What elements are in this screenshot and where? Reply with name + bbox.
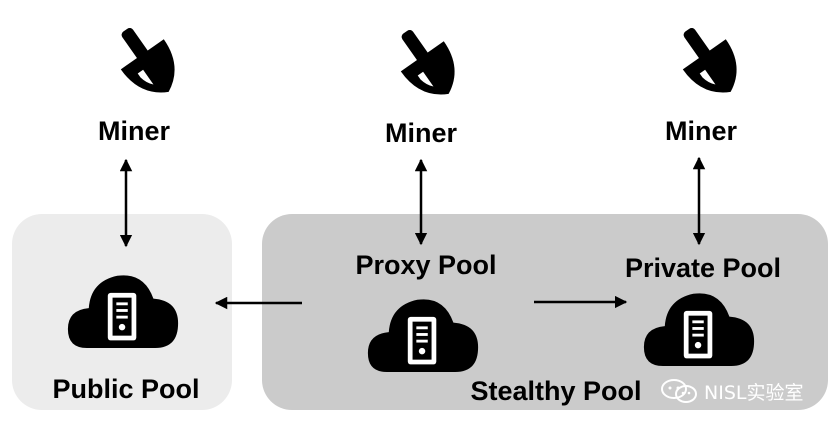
private-pool-label: Private Pool: [624, 253, 782, 283]
miner-label-center: Miner: [384, 118, 458, 148]
pickaxe-icon: [400, 29, 455, 95]
cloud-server-icon: [643, 293, 755, 366]
pickaxe-icon: [120, 27, 175, 93]
stealthy-pool-label: Stealthy Pool: [470, 376, 642, 406]
pickaxe-icon: [682, 27, 737, 93]
wechat-icon: [661, 379, 697, 403]
cloud-server-icon: [67, 275, 179, 348]
miner-label-left: Miner: [97, 116, 171, 146]
cloud-server-icon: [367, 299, 479, 372]
public-pool-label: Public Pool: [52, 374, 200, 404]
watermark-text: NISL实验室: [704, 381, 804, 404]
stealthy-pool-region: [262, 214, 828, 410]
watermark: NISL实验室: [660, 378, 803, 404]
proxy-pool-label: Proxy Pool: [355, 250, 497, 280]
miner-label-right: Miner: [664, 116, 738, 146]
